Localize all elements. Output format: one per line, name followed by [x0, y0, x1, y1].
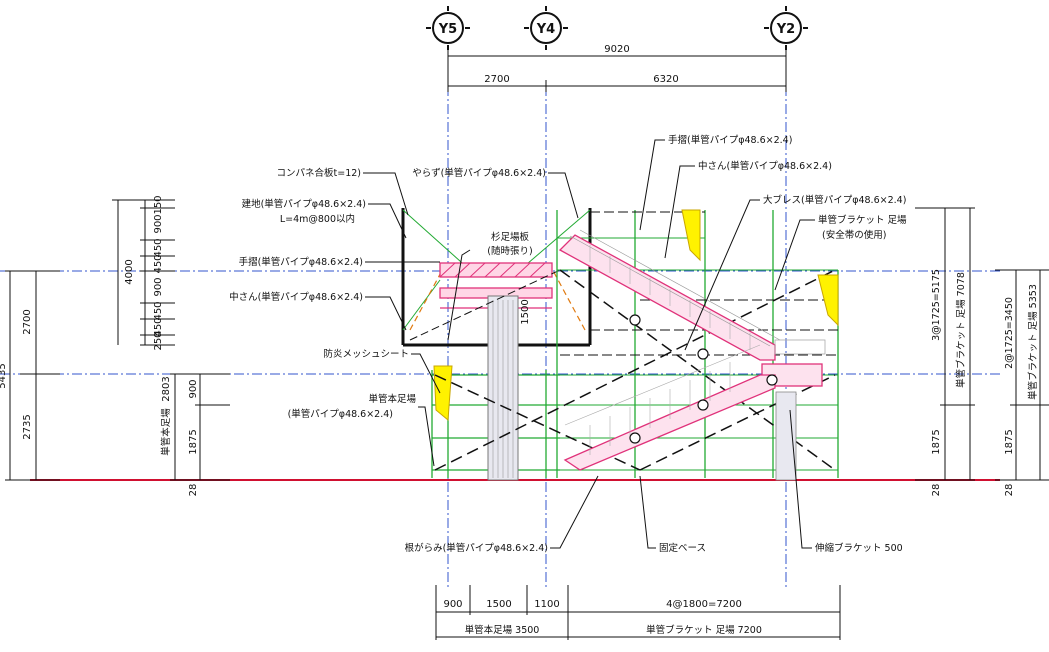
callout-yarazu: やらず(単管パイプφ48.6×2.4): [412, 167, 546, 179]
grid-label-y4: Y4: [536, 22, 555, 37]
callout-tesuri-right: 手摺(単管パイプφ48.6×2.4): [668, 134, 792, 146]
dim-r7078: 単管ブラケット 足場 7078: [955, 272, 967, 388]
dim-450-a: 450: [153, 238, 164, 257]
dim-hon-total: 単管本足場 3500: [465, 624, 540, 636]
leader-lines: [363, 139, 815, 549]
callout-sugi-sub: (随時張り): [487, 245, 532, 257]
right-stair-scaffold: [434, 209, 839, 481]
callout-tesuri-left: 手摺(単管パイプφ48.6×2.4): [239, 256, 363, 268]
grid-label-y2: Y2: [776, 22, 795, 37]
dim-900-b: 900: [153, 277, 164, 296]
dim-b1500: 1500: [486, 599, 511, 610]
dim-900-a: 900: [153, 214, 164, 233]
dim-28: 28: [188, 484, 199, 497]
dim-4000: 4000: [124, 259, 135, 284]
callout-hon-ashiba-sub: (単管パイプφ48.6×2.4): [288, 408, 393, 420]
left-scaffold-frame: [401, 208, 592, 481]
dim-bracket-total: 単管ブラケット 足場 7200: [646, 624, 762, 636]
dim-r5353: 単管ブラケット 足場 5353: [1027, 284, 1039, 400]
bottom-dimension-lines: [435, 585, 841, 640]
dim-450-c: 450: [153, 301, 164, 320]
dim-right-span: 6320: [653, 74, 678, 85]
dim-150: 150: [153, 195, 164, 214]
dim-partial: 5435: [0, 363, 8, 388]
dim-r28: 28: [931, 484, 942, 497]
dim-2735: 2735: [22, 414, 33, 439]
callout-negarami: 根がらみ(単管パイプφ48.6×2.4): [405, 542, 548, 554]
callout-nakasan-left: 中さん(単管パイプφ48.6×2.4): [229, 291, 363, 303]
callout-mesh: 防炎メッシュシート: [323, 348, 409, 360]
grid-axis-y5: Y5: [426, 6, 470, 50]
callout-bracket: 単管ブラケット 足場: [818, 214, 907, 226]
dim-2700: 2700: [22, 309, 33, 334]
dim-250: 250: [153, 331, 164, 350]
dim-450-d: 450: [153, 317, 164, 336]
dim-900-c: 900: [188, 379, 199, 398]
top-dimensions: [447, 50, 787, 92]
dim-r1875: 1875: [931, 429, 942, 454]
callout-konpane: コンパネ合板t=12): [277, 167, 361, 179]
dim-r28b: 28: [1004, 484, 1015, 497]
callout-hon-ashiba: 単管本足場: [368, 393, 416, 405]
callout-kotei: 固定ベース: [659, 542, 706, 554]
callout-tateji-sub: L=4m@800以内: [280, 213, 355, 225]
dim-b1100: 1100: [534, 599, 559, 610]
callout-ohbrace: 大ブレス(単管パイプφ48.6×2.4): [763, 194, 906, 206]
grid-axis-y4: Y4: [524, 6, 568, 50]
dim-450-b: 450: [153, 254, 164, 273]
dim-1500: 1500: [520, 299, 531, 324]
dim-b900: 900: [443, 599, 462, 610]
grid-label-y5: Y5: [438, 22, 457, 37]
dim-1875: 1875: [188, 429, 199, 454]
callout-bracket-sub: (安全帯の使用): [822, 229, 886, 241]
dim-b7200: 4@1800=7200: [666, 599, 742, 610]
grid-axis-y2: Y2: [764, 6, 808, 50]
dim-left-span: 2700: [484, 74, 509, 85]
dim-hon-label: 単管本足場: [160, 408, 172, 456]
callout-shinshuku: 伸縮ブラケット 500: [815, 542, 903, 554]
left-dimension-lines: [5, 199, 230, 481]
callout-nakasan-right: 中さん(単管パイプφ48.6×2.4): [698, 160, 832, 172]
callout-sugi: 杉足場板: [491, 231, 530, 243]
dim-2803: 2803: [161, 376, 172, 401]
dim-r5175: 3@1725=5175: [931, 269, 942, 341]
dim-r1875b: 1875: [1004, 429, 1015, 454]
dim-total-width: 9020: [604, 44, 629, 55]
dim-r3450: 2@1725=3450: [1004, 297, 1015, 369]
right-dimension-lines: [915, 207, 1049, 481]
callout-tateji: 建地(単管パイプφ48.6×2.4): [242, 198, 366, 210]
